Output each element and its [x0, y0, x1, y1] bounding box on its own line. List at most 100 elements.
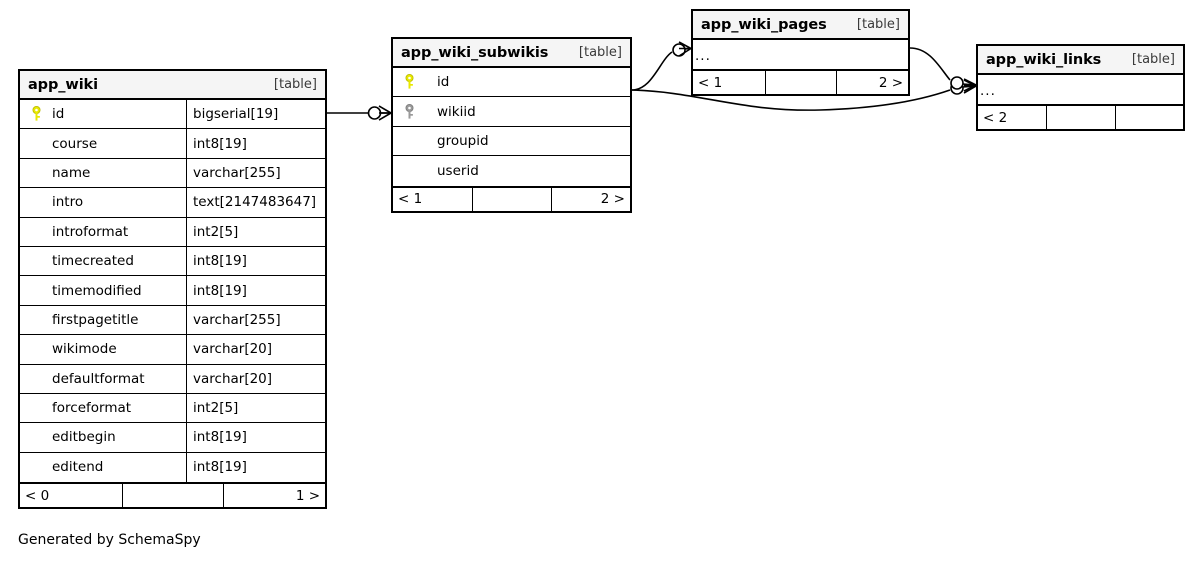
table-header-app_wiki_subwikis: app_wiki_subwikis [table] — [393, 39, 630, 68]
column-name-cell: course — [20, 129, 186, 157]
column-name: userid — [437, 162, 479, 179]
table-footer-app_wiki: < 0 1 > — [20, 482, 325, 508]
footer-child-count — [1114, 106, 1183, 130]
cardinality-zero-marker — [367, 106, 382, 120]
table-columns-app_wiki_pages: ... — [693, 40, 908, 69]
column-name: id — [52, 106, 65, 123]
column-name-cell: id — [20, 100, 186, 128]
table-header-app_wiki_links: app_wiki_links [table] — [978, 46, 1183, 75]
column-name: editend — [52, 459, 104, 476]
column-name: wikiid — [437, 103, 476, 120]
column-name-cell: firstpagetitle — [20, 306, 186, 334]
column-row[interactable]: defaultformat varchar[20] — [20, 364, 325, 394]
primary-key-icon — [26, 106, 46, 122]
column-row[interactable]: wikiid — [393, 97, 630, 127]
table-title: app_wiki_subwikis — [401, 44, 549, 61]
column-row[interactable]: ... — [693, 40, 908, 69]
column-name: firstpagetitle — [52, 311, 139, 328]
column-name-cell: introformat — [20, 218, 186, 246]
generated-by-caption: Generated by SchemaSpy — [18, 532, 201, 548]
column-name-cell: name — [20, 159, 186, 187]
column-type-cell: int8[19] — [186, 129, 325, 158]
column-type-cell: int8[19] — [186, 276, 325, 305]
column-row[interactable]: course int8[19] — [20, 129, 325, 159]
table-title: app_wiki_pages — [701, 16, 827, 33]
column-row[interactable]: id bigserial[19] — [20, 100, 325, 130]
column-name-cell: groupid — [393, 127, 630, 155]
column-name: course — [52, 135, 98, 152]
footer-parent-count: < 1 — [398, 191, 423, 208]
column-row[interactable]: forceformat int2[5] — [20, 393, 325, 424]
column-row[interactable]: editbegin int8[19] — [20, 423, 325, 453]
table-footer-app_wiki_pages: < 1 2 > — [693, 69, 908, 95]
column-row[interactable]: intro text[2147483647] — [20, 188, 325, 218]
column-name-cell: editend — [20, 453, 186, 482]
column-name-cell: ... — [693, 40, 908, 69]
column-row[interactable]: groupid — [393, 127, 630, 157]
column-name: forceformat — [52, 400, 132, 417]
column-name: id — [437, 74, 450, 91]
collapsed-columns-ellipsis: ... — [980, 82, 996, 99]
table-title: app_wiki — [28, 76, 98, 93]
footer-parent-count: < 0 — [25, 487, 50, 504]
column-name-cell: userid — [393, 156, 630, 185]
column-name-cell: intro — [20, 188, 186, 216]
column-name: timemodified — [52, 282, 142, 299]
table-columns-app_wiki_links: ... — [978, 75, 1183, 104]
column-name: editbegin — [52, 429, 116, 446]
column-row[interactable]: wikimode varchar[20] — [20, 335, 325, 365]
column-type-cell: varchar[255] — [186, 305, 325, 335]
column-type-cell: varchar[20] — [186, 364, 325, 393]
column-name: introformat — [52, 223, 129, 240]
column-row[interactable]: firstpagetitle varchar[255] — [20, 305, 325, 336]
table-header-app_wiki_pages: app_wiki_pages [table] — [693, 11, 908, 40]
column-row[interactable]: userid — [393, 156, 630, 185]
table-app_wiki_subwikis[interactable]: app_wiki_subwikis [table] id wikiid — [391, 37, 632, 213]
column-name-cell: id — [393, 68, 630, 96]
column-type-cell: int8[19] — [186, 246, 325, 276]
table-footer-app_wiki_subwikis: < 1 2 > — [393, 185, 630, 211]
column-name: name — [52, 164, 91, 181]
table-kind-label: [table] — [273, 77, 317, 92]
footer-middle-cell — [764, 71, 837, 95]
crowsfoot-many-marker — [378, 105, 392, 121]
footer-child-count: 2 > — [836, 71, 908, 95]
column-row[interactable]: name varchar[255] — [20, 158, 325, 189]
column-name-cell: editbegin — [20, 423, 186, 451]
footer-middle-cell — [472, 187, 551, 211]
column-type-cell: bigserial[19] — [186, 100, 325, 129]
table-title: app_wiki_links — [986, 51, 1102, 68]
column-row[interactable]: editend int8[19] — [20, 452, 325, 483]
cardinality-zero-marker — [672, 43, 686, 57]
footer-child-count: 1 > — [223, 484, 325, 508]
column-type-cell: varchar[255] — [186, 158, 325, 188]
table-app_wiki_pages[interactable]: app_wiki_pages [table] ... < 1 2 > — [691, 9, 910, 97]
column-row[interactable]: id — [393, 68, 630, 98]
column-row[interactable]: timecreated int8[19] — [20, 246, 325, 277]
column-type-cell: int2[5] — [186, 393, 325, 423]
footer-parent-count: < 1 — [698, 74, 723, 91]
crowsfoot-many-marker — [963, 79, 977, 94]
table-header-app_wiki: app_wiki [table] — [20, 71, 325, 100]
column-name-cell: ... — [978, 75, 1183, 104]
relationship-app_wiki_pages-to-app_wiki_links — [909, 47, 977, 92]
column-name-cell: timecreated — [20, 247, 186, 275]
column-type-cell: int8[19] — [186, 423, 325, 452]
column-name: groupid — [437, 132, 489, 149]
table-footer-app_wiki_links: < 2 — [978, 104, 1183, 130]
column-name-cell: defaultformat — [20, 365, 186, 393]
relationship-app_wiki_subwikis-to-app_wiki_pages — [631, 41, 692, 91]
column-row[interactable]: ... — [978, 75, 1183, 104]
collapsed-columns-ellipsis: ... — [695, 47, 711, 64]
column-type-cell: int8[19] — [186, 452, 325, 483]
column-type-cell: varchar[20] — [186, 335, 325, 364]
table-app_wiki[interactable]: app_wiki [table] id bigserial[19] course… — [18, 69, 327, 510]
column-name-cell: timemodified — [20, 276, 186, 304]
table-kind-label: [table] — [578, 45, 622, 60]
table-app_wiki_links[interactable]: app_wiki_links [table] ... < 2 — [976, 44, 1185, 132]
footer-middle-cell — [121, 484, 224, 508]
foreign-key-icon — [399, 103, 419, 120]
column-row[interactable]: introformat int2[5] — [20, 217, 325, 247]
column-row[interactable]: timemodified int8[19] — [20, 276, 325, 306]
crowsfoot-many-marker — [963, 78, 977, 92]
